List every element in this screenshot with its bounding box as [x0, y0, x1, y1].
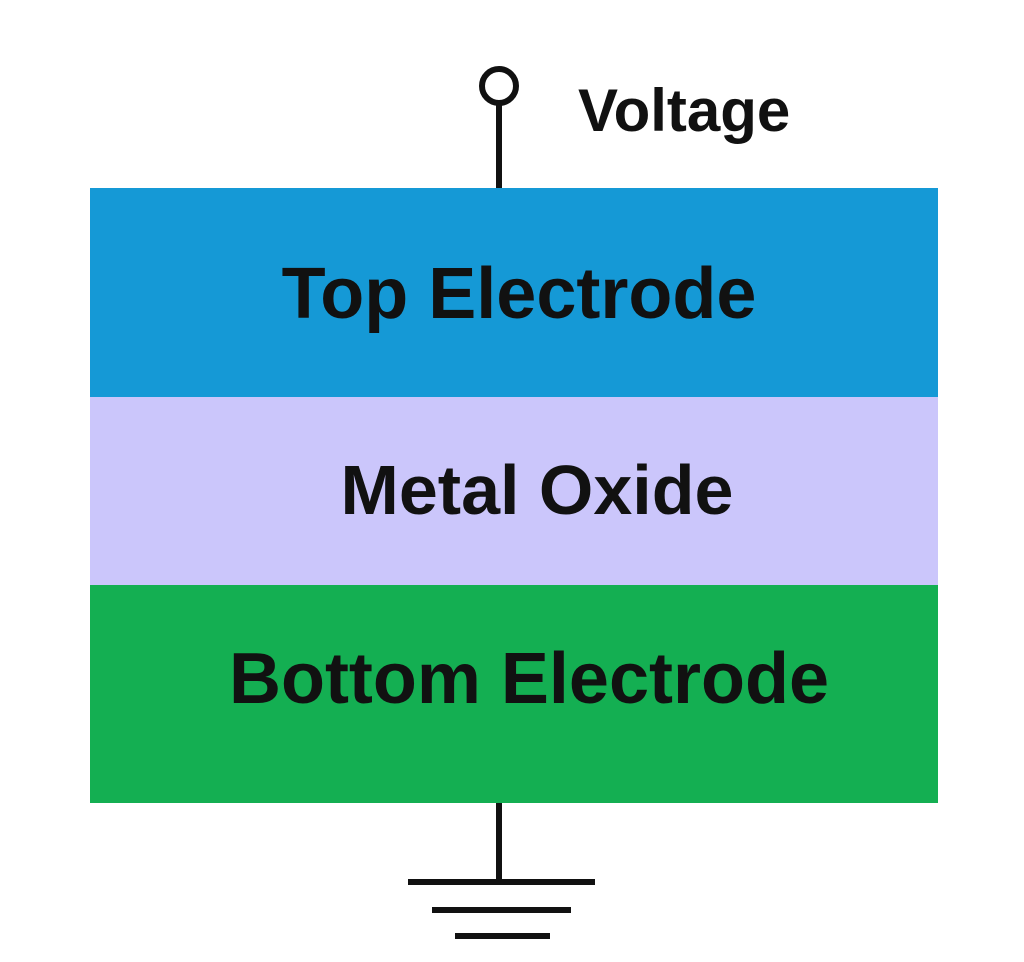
- ground-icon: [408, 803, 595, 939]
- terminal-icon: [479, 66, 519, 189]
- voltage-label: Voltage: [578, 77, 790, 144]
- metal-oxide-layer: [90, 397, 938, 585]
- metal-oxide-label: Metal Oxide: [341, 451, 734, 529]
- terminal-circle: [479, 66, 519, 106]
- bottom-electrode-label: Bottom Electrode: [229, 639, 829, 719]
- top-electrode-layer: [90, 188, 938, 397]
- bottom-electrode-layer: [90, 585, 938, 803]
- top-electrode-label: Top Electrode: [282, 254, 757, 334]
